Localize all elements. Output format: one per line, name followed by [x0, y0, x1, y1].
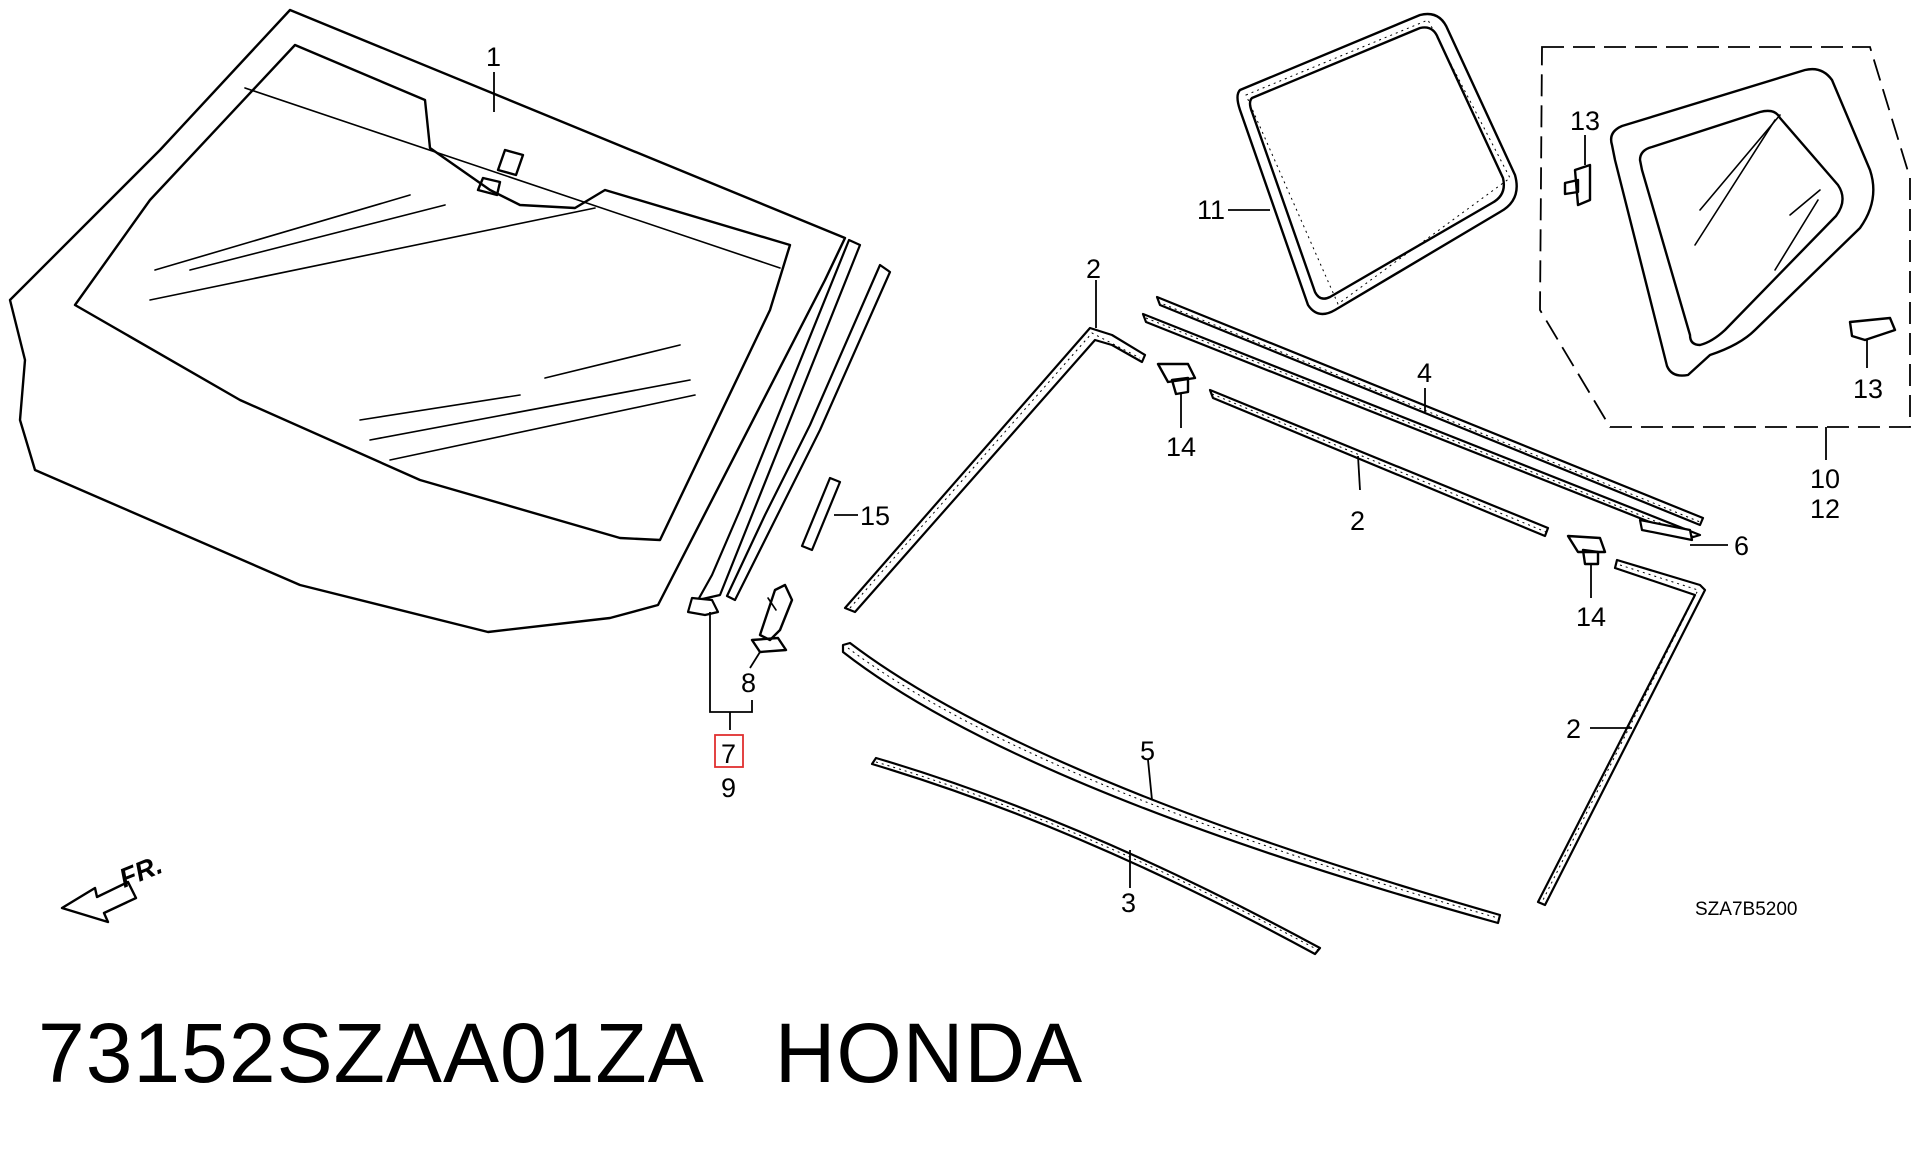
callout-9: 9	[721, 773, 736, 803]
callout-14-left: 14	[1166, 432, 1196, 462]
clip-part-13-a	[1563, 135, 1592, 207]
roof-molding-part-4	[1141, 295, 1705, 540]
clip-part-13-b	[1848, 316, 1897, 368]
roof-molding-part-6	[1638, 518, 1728, 546]
molding-part-3	[870, 756, 1322, 956]
callout-15: 15	[860, 501, 890, 531]
molding-part-2-right	[1536, 558, 1707, 907]
callout-13-top: 13	[1570, 106, 1600, 136]
quarter-glass-assembly-part-10	[1539, 46, 1911, 460]
part-caption: 73152SZAA01ZA HONDA	[38, 1005, 1153, 1102]
callout-6: 6	[1734, 531, 1749, 561]
callout-10: 10	[1810, 464, 1840, 494]
callout-1: 1	[486, 42, 501, 72]
callout-11: 11	[1197, 195, 1225, 225]
seal-part-15	[800, 476, 858, 552]
windshield-glass	[8, 8, 847, 634]
part-number: 73152SZAA01ZA	[38, 1006, 705, 1100]
a-pillar-molding	[686, 238, 892, 730]
callout-3: 3	[1121, 888, 1136, 918]
molding-part-5	[841, 641, 1502, 925]
callout-13-bottom: 13	[1853, 374, 1883, 404]
front-arrow-icon	[60, 880, 138, 924]
quarter-glass-seal-part-11	[1228, 12, 1518, 316]
brand-name: HONDA	[774, 1006, 1084, 1100]
molding-part-2-left	[843, 280, 1147, 614]
callout-7: 7	[721, 739, 736, 769]
callout-12: 12	[1810, 494, 1840, 524]
front-indicator: FR.	[115, 849, 167, 893]
clip-part-14-a	[1156, 362, 1197, 428]
callout-5: 5	[1140, 736, 1155, 766]
callout-2-center: 2	[1350, 506, 1365, 536]
callout-14-right: 14	[1576, 602, 1606, 632]
callout-7-highlight	[714, 734, 744, 768]
clip-part-8	[749, 583, 794, 669]
diagram-code: SZA7B5200	[1695, 899, 1797, 920]
callout-2-left: 2	[1086, 254, 1101, 284]
molding-part-2-center	[1208, 388, 1550, 538]
callout-8: 8	[741, 668, 756, 698]
callout-2-right: 2	[1566, 714, 1581, 744]
callout-4: 4	[1417, 358, 1432, 388]
clip-part-14-b	[1566, 534, 1607, 598]
